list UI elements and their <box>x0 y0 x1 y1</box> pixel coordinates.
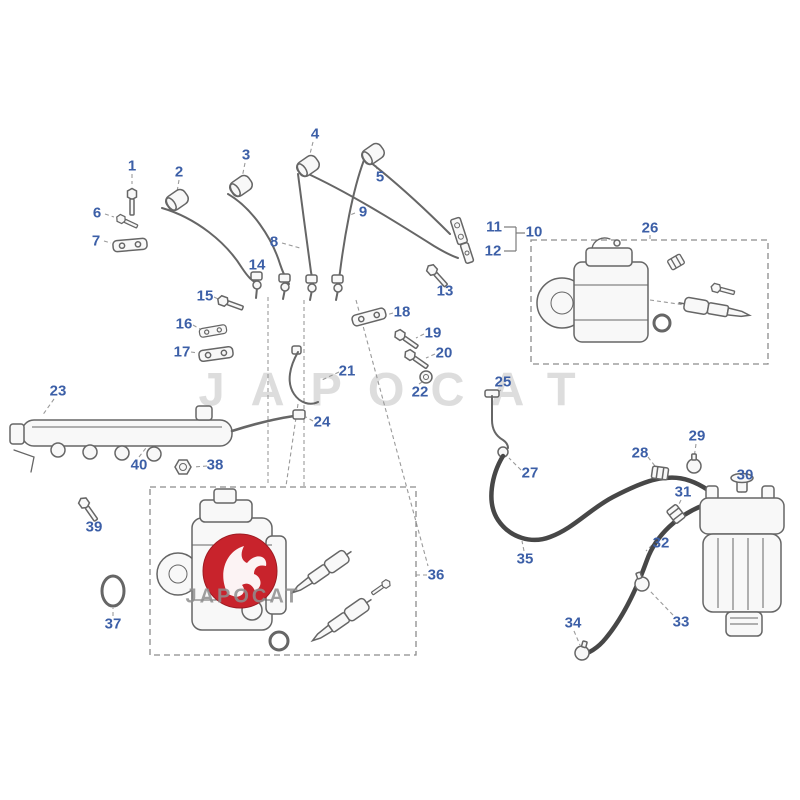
feed-pipe-drawing-25 <box>484 389 509 449</box>
part-label-1[interactable]: 1 <box>127 157 137 175</box>
part-label-22[interactable]: 22 <box>411 383 429 401</box>
part-label-3[interactable]: 3 <box>241 146 251 164</box>
part-label-39[interactable]: 39 <box>85 518 103 536</box>
pump-assembly-drawing <box>536 237 649 343</box>
part-label-5[interactable]: 5 <box>375 168 385 186</box>
part-label-36[interactable]: 36 <box>427 566 445 584</box>
part-label-19[interactable]: 19 <box>424 324 442 342</box>
part-label-38[interactable]: 38 <box>206 456 224 474</box>
part-label-18[interactable]: 18 <box>393 303 411 321</box>
o-ring-drawing-kit <box>268 630 290 652</box>
fuel-rail-drawing <box>9 405 306 473</box>
part-label-17[interactable]: 17 <box>173 343 191 361</box>
leader-lines <box>41 141 745 646</box>
part-label-32[interactable]: 32 <box>652 534 670 552</box>
part-label-33[interactable]: 33 <box>672 613 690 631</box>
part-label-26[interactable]: 26 <box>641 219 659 237</box>
part-label-37[interactable]: 37 <box>104 615 122 633</box>
part-label-16[interactable]: 16 <box>175 315 193 333</box>
part-label-21[interactable]: 21 <box>338 362 356 380</box>
part-label-28[interactable]: 28 <box>631 444 649 462</box>
part-label-4[interactable]: 4 <box>310 125 320 143</box>
pump-kit-box-36 <box>149 486 417 656</box>
part-label-29[interactable]: 29 <box>688 427 706 445</box>
part-label-15[interactable]: 15 <box>196 287 214 305</box>
leak-pipe-drawing-21 <box>288 345 319 405</box>
nut-drawing-38 <box>174 459 192 475</box>
part-label-10[interactable]: 10 <box>525 223 543 241</box>
grommet-drawing-22 <box>419 370 433 384</box>
japocat-logo <box>202 533 278 609</box>
part-label-34[interactable]: 34 <box>564 614 582 632</box>
o-ring-drawing-26kit <box>652 313 672 333</box>
part-label-24[interactable]: 24 <box>313 413 331 431</box>
part-label-30[interactable]: 30 <box>736 466 754 484</box>
part-label-12[interactable]: 12 <box>484 242 502 260</box>
part-label-23[interactable]: 23 <box>49 382 67 400</box>
part-label-6[interactable]: 6 <box>92 204 102 222</box>
watermark-text-small: JAPOCAT <box>185 585 301 608</box>
part-label-8[interactable]: 8 <box>269 233 279 251</box>
part-label-2[interactable]: 2 <box>174 163 184 181</box>
watermark-text-large: JAPOCAT <box>198 362 602 416</box>
pipe-bracket-drawing-11-12 <box>449 216 475 264</box>
part-label-9[interactable]: 9 <box>358 203 368 221</box>
fuel-hose-drawing-32 <box>575 502 707 659</box>
fuel-filter-drawing <box>699 472 785 637</box>
part-label-14[interactable]: 14 <box>248 256 266 274</box>
part-label-35[interactable]: 35 <box>516 550 534 568</box>
part-label-20[interactable]: 20 <box>435 344 453 362</box>
part-label-25[interactable]: 25 <box>494 373 512 391</box>
part-label-11[interactable]: 11 <box>486 218 502 236</box>
part-label-27[interactable]: 27 <box>521 464 539 482</box>
o-ring-drawing-37 <box>100 574 126 608</box>
pipe-fittings-drawing <box>250 271 344 293</box>
pump-assembly-box-26 <box>530 239 769 365</box>
part-label-31[interactable]: 31 <box>674 483 692 501</box>
part-label-13[interactable]: 13 <box>436 282 454 300</box>
part-label-7[interactable]: 7 <box>91 232 101 250</box>
part-label-40[interactable]: 40 <box>130 456 148 474</box>
label-bracket-10-11-12 <box>504 226 525 252</box>
